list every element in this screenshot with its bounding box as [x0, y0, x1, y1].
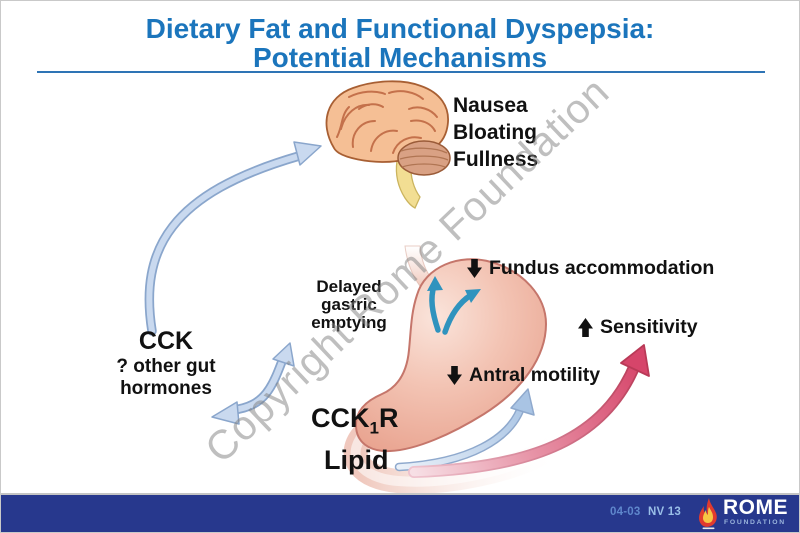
cck-stomach-double-arrow-icon — [211, 342, 295, 425]
symptom-list: Nausea Bloating Fullness — [453, 92, 538, 173]
title-line-2: Potential Mechanisms — [252, 42, 548, 73]
rome-flame-icon — [699, 498, 717, 530]
down-arrow-icon — [447, 366, 462, 385]
nav-code: NV 13 — [648, 506, 681, 518]
rome-logo-subtitle: FOUNDATION — [724, 519, 786, 526]
fundus-accommodation-text: Fundus accommodation — [489, 257, 715, 279]
sensitivity-label: Sensitivity — [578, 316, 698, 339]
rome-logo-title: ROME — [723, 496, 788, 519]
symptom-bloating: Bloating — [453, 121, 537, 144]
other-gut-text: ? other gut — [116, 356, 216, 377]
antral-motility-label: Antral motility — [447, 364, 600, 387]
footer-bar — [1, 495, 799, 532]
cck1r-suffix: R — [378, 403, 399, 433]
brain-icon — [325, 80, 451, 209]
antral-motility-text: Antral motility — [469, 364, 601, 386]
up-arrow-icon — [578, 318, 593, 337]
title-divider — [37, 71, 765, 73]
footer-edge-line — [1, 493, 799, 495]
delayed-line-2: gastric — [321, 295, 377, 314]
down-arrow-icon — [467, 259, 482, 278]
cck1r-base: CCK — [311, 403, 370, 433]
lipid-to-antral-arrow-icon — [394, 388, 535, 472]
lipid-to-sensitivity-arrow-icon — [408, 344, 650, 478]
hormones-text: hormones — [120, 378, 212, 399]
delayed-gastric-emptying-label: Delayed gastric emptying — [295, 278, 403, 332]
fundus-relaxation-arrows-icon — [427, 276, 481, 335]
lipid-label: Lipid — [324, 445, 389, 475]
delayed-line-3: emptying — [311, 313, 387, 332]
page-title: Dietary Fat and Functional Dyspepsia: Po… — [1, 14, 799, 72]
cck-to-brain-arrow-icon — [144, 141, 322, 336]
fundus-accommodation-label: Fundus accommodation — [467, 257, 714, 280]
symptom-fullness: Fullness — [453, 148, 539, 171]
cck1r-subscript: 1 — [369, 418, 379, 438]
title-line-1: Dietary Fat and Functional Dyspepsia: — [145, 13, 655, 44]
symptom-nausea: Nausea — [453, 94, 528, 117]
stomach-icon — [343, 245, 566, 494]
cck-hormones-label: CCK ? other gut hormones — [93, 326, 239, 400]
cck1r-label: CCK1R — [311, 403, 398, 438]
sensitivity-text: Sensitivity — [600, 316, 698, 338]
slide-code: 04-03 — [610, 506, 641, 518]
cck-text: CCK — [138, 327, 194, 355]
delayed-line-1: Delayed — [316, 277, 382, 296]
